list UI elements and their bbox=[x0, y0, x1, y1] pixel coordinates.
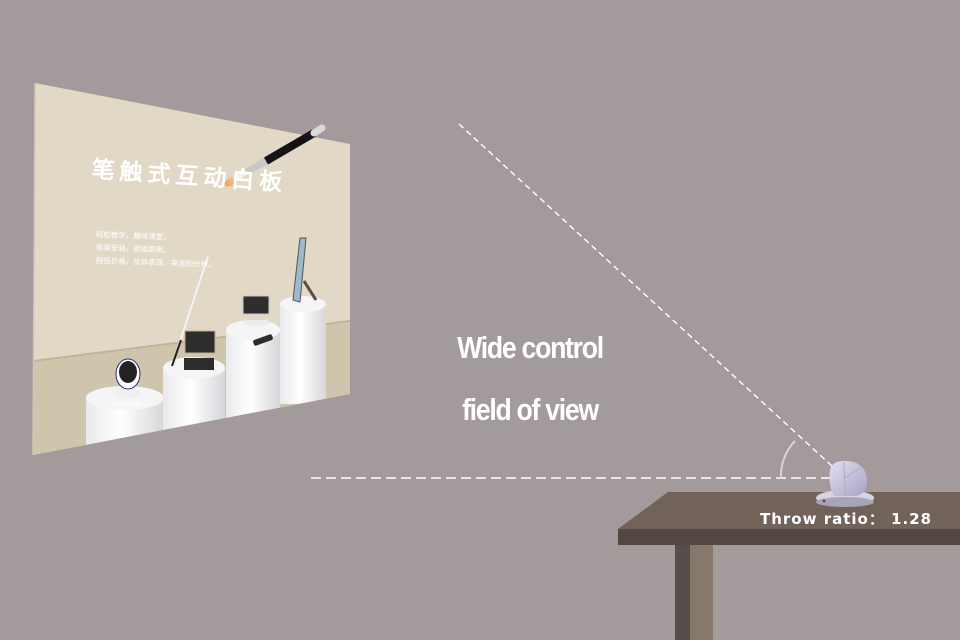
throw-ratio-label: Throw ratio： 1.28 bbox=[760, 510, 933, 528]
projection-screen bbox=[32, 82, 350, 456]
tablet-product-image bbox=[292, 237, 318, 303]
diagonal-dashed-line bbox=[458, 123, 833, 467]
caption-line-1: Wide control bbox=[457, 330, 604, 365]
small-monitor-product-image bbox=[242, 295, 273, 346]
camera-product-image bbox=[112, 358, 142, 406]
field-of-view-lines bbox=[311, 123, 833, 479]
stylus-pen-image bbox=[224, 124, 326, 187]
monitor-product-image bbox=[171, 255, 216, 370]
table bbox=[618, 492, 960, 640]
projector-device bbox=[816, 460, 874, 507]
caption-line-2: field of view bbox=[462, 392, 599, 427]
angle-arc bbox=[779, 440, 796, 479]
